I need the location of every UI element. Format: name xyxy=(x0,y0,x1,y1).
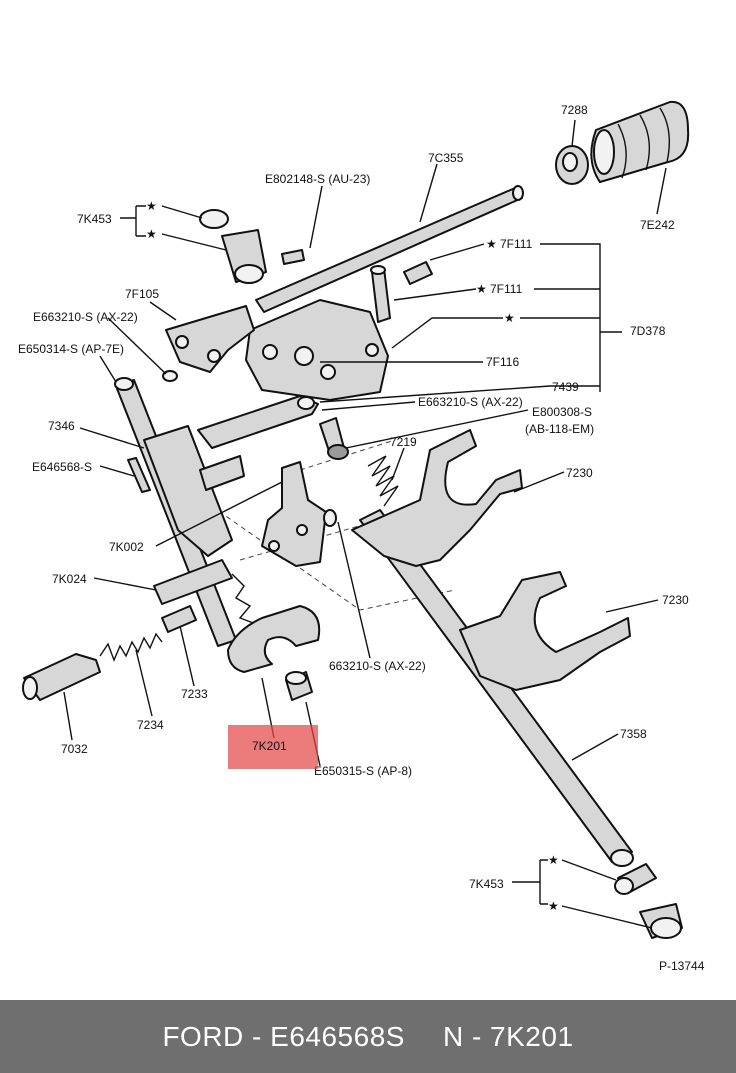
label-7c355: 7C355 xyxy=(428,151,464,165)
part-e646568-pin xyxy=(127,457,151,493)
star-markers: ★ ★ ★ ★ ★ ★ ★ xyxy=(146,199,559,913)
part-7f105-bracket xyxy=(165,305,255,373)
part-7288-bushing xyxy=(555,145,589,185)
label-e650315: E650315-S (AP-8) xyxy=(314,764,412,778)
label-7230-mid: 7230 xyxy=(662,593,689,607)
part-labels: 7288 7E242 7C355 E802148-S (AU-23) 7K453… xyxy=(18,103,705,973)
part-7234-spring xyxy=(99,632,163,662)
label-7f116: 7F116 xyxy=(486,355,519,369)
part-7233-plunger xyxy=(161,605,197,633)
highlighted-part-box xyxy=(228,725,318,769)
star-marker: ★ xyxy=(146,227,157,241)
label-7219: 7219 xyxy=(390,435,417,449)
part-spring-wire xyxy=(231,573,257,625)
label-e800308: E800308-S xyxy=(532,405,592,419)
label-7439: 7439 xyxy=(552,380,579,394)
part-e802148-bolt xyxy=(281,249,305,265)
label-7346: 7346 xyxy=(48,419,75,433)
label-7234: 7234 xyxy=(137,718,164,732)
part-7k024-pin xyxy=(153,559,233,605)
label-7f105: 7F105 xyxy=(125,287,159,301)
label-e802148: E802148-S (AU-23) xyxy=(265,172,370,186)
label-e663210-left: E663210-S (AX-22) xyxy=(33,310,138,324)
part-7358-shaft xyxy=(359,509,634,867)
star-marker: ★ xyxy=(486,237,497,251)
label-7358: 7358 xyxy=(620,727,647,741)
part-7e242-boot xyxy=(590,100,690,183)
star-marker: ★ xyxy=(548,899,559,913)
part-7032-plug xyxy=(22,653,101,701)
part-e650315-bushing xyxy=(285,671,313,701)
part-7439-lever xyxy=(197,395,319,449)
label-7k453-top: 7K453 xyxy=(77,212,112,226)
part-7k201-shoe xyxy=(227,605,321,673)
part-7346-rail xyxy=(114,377,245,647)
label-7k002: 7K002 xyxy=(109,540,144,554)
part-info-banner: FORD - E646568S N - 7K201 xyxy=(0,1000,736,1073)
footer-ref-part: N - 7K201 xyxy=(442,1020,574,1052)
label-ab118: (AB-118-EM) xyxy=(525,422,594,436)
part-663210-clip xyxy=(323,509,337,527)
label-7e242: 7E242 xyxy=(640,218,675,232)
label-7k453-bottom: 7K453 xyxy=(469,877,504,891)
label-7f111-b: 7F111 xyxy=(490,282,523,296)
label-7288: 7288 xyxy=(561,103,588,117)
part-7230-fork-lower xyxy=(459,571,631,691)
part-e663210-left-clip xyxy=(162,370,178,382)
label-7f111-a: 7F111 xyxy=(500,237,533,251)
rod-7c355 xyxy=(255,185,524,313)
star-marker: ★ xyxy=(504,311,515,325)
star-marker: ★ xyxy=(548,853,559,867)
footer-brand-part: FORD - E646568S xyxy=(162,1020,405,1052)
label-7233: 7233 xyxy=(181,687,208,701)
part-e800308-bolt xyxy=(319,417,349,460)
label-7230-top: 7230 xyxy=(566,466,593,480)
label-663210: 663210-S (AX-22) xyxy=(329,659,426,673)
part-7219-spring xyxy=(367,455,399,507)
part-7k453-top xyxy=(199,209,267,284)
part-7k002-plate xyxy=(261,461,327,567)
star-marker: ★ xyxy=(146,199,157,213)
label-p13744: P-13744 xyxy=(659,959,705,973)
exploded-parts-diagram: ★ ★ ★ ★ ★ ★ ★ 7288 7E242 7C355 E802148-S… xyxy=(18,100,705,973)
star-marker: ★ xyxy=(476,282,487,296)
part-7k453-bottom xyxy=(614,863,683,939)
label-7d378: 7D378 xyxy=(630,324,666,338)
label-e646568: E646568-S xyxy=(32,460,92,474)
label-7k024: 7K024 xyxy=(52,572,87,586)
part-7230-fork-upper xyxy=(351,429,523,567)
label-7032: 7032 xyxy=(61,742,88,756)
label-e650314: E650314-S (AP-7E) xyxy=(18,342,124,356)
part-7f111-pins xyxy=(370,261,433,323)
part-7d378-block xyxy=(245,299,389,401)
label-e663210-mid: E663210-S (AX-22) xyxy=(418,395,523,409)
